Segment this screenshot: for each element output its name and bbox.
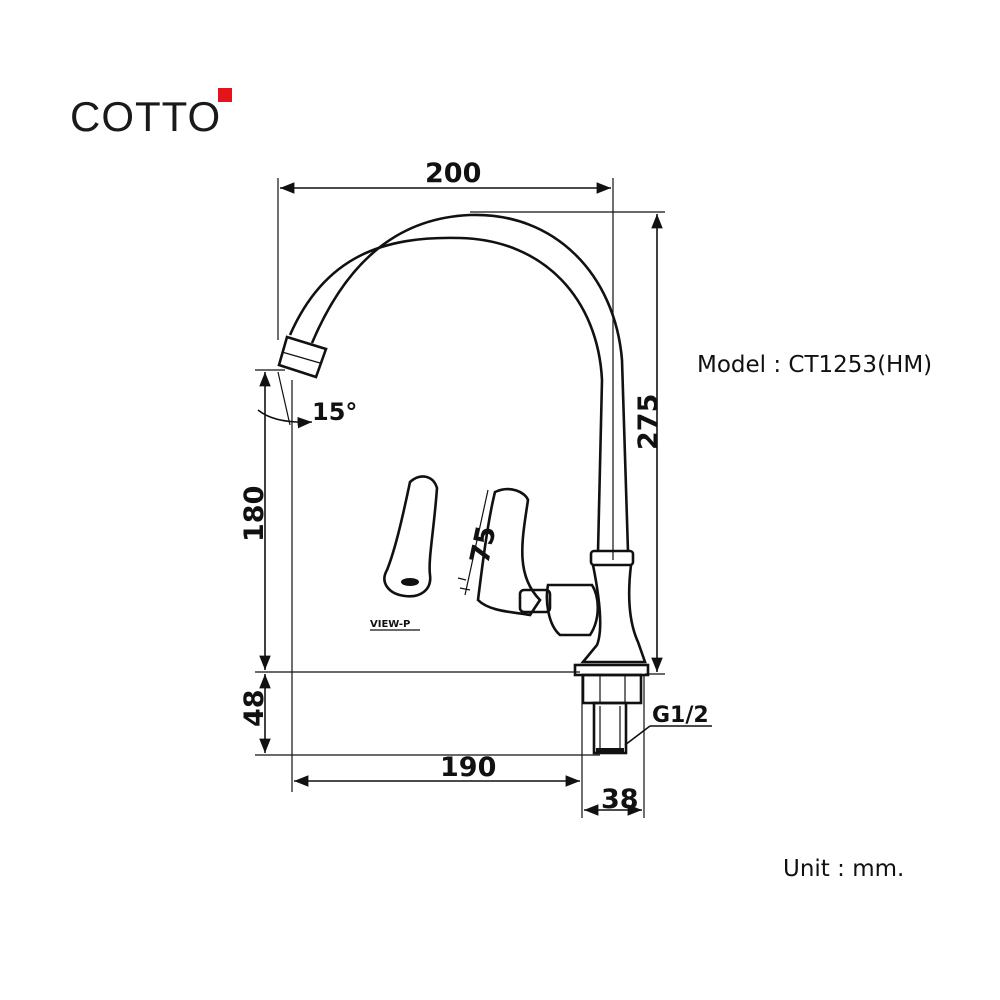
dim-reach-label: 190 xyxy=(440,752,496,783)
threaded-shank xyxy=(592,701,628,755)
dim-width-top-label: 200 xyxy=(425,158,481,189)
view-p-label: VIEW-P xyxy=(370,619,410,630)
dim-spout-height-label: 180 xyxy=(239,486,270,542)
dim-width-top: 200 xyxy=(277,158,614,560)
dim-spout-angle-label: 15° xyxy=(312,398,357,426)
dim-base-height-label: 48 xyxy=(239,689,270,727)
view-p-handle: VIEW-P xyxy=(370,475,439,631)
dim-spout-angle: 15° xyxy=(257,371,357,429)
collar xyxy=(589,549,635,567)
logo-red-square-icon xyxy=(218,88,232,102)
lever-handle-front xyxy=(383,475,439,598)
shank-end xyxy=(596,748,624,754)
unit-label: Unit : mm. xyxy=(783,856,905,882)
aerator-nozzle xyxy=(277,335,328,379)
spout-inner-curve xyxy=(288,236,604,553)
handle-stem xyxy=(518,588,552,614)
dim-base-width-label: 38 xyxy=(601,784,639,815)
handle-indicator-icon xyxy=(401,578,419,586)
base-flange xyxy=(573,663,650,677)
dim-reach: 190 xyxy=(291,380,583,818)
dim-handle-length-label: 75 xyxy=(465,523,503,566)
valve-housing xyxy=(545,583,600,637)
dim-base-height: 48 xyxy=(239,674,600,756)
spout-outer-curve xyxy=(310,213,630,553)
dim-height-total-label: 275 xyxy=(633,394,664,450)
dim-spout-height: 180 xyxy=(239,369,580,673)
dim-height-total: 275 xyxy=(470,211,665,675)
thread-callout-label: G1/2 xyxy=(652,703,709,728)
dim-handle-length: 75 xyxy=(457,489,503,596)
mounting-nut xyxy=(581,673,643,705)
model-label: Model : CT1253(HM) xyxy=(697,352,933,378)
thread-callout: G1/2 xyxy=(624,703,712,746)
faucet-outline xyxy=(277,213,650,755)
lower-body xyxy=(580,564,647,664)
lever-handle-side xyxy=(476,487,542,617)
cotto-logo: COTTO xyxy=(70,93,222,140)
dim-base-width: 38 xyxy=(584,676,645,818)
